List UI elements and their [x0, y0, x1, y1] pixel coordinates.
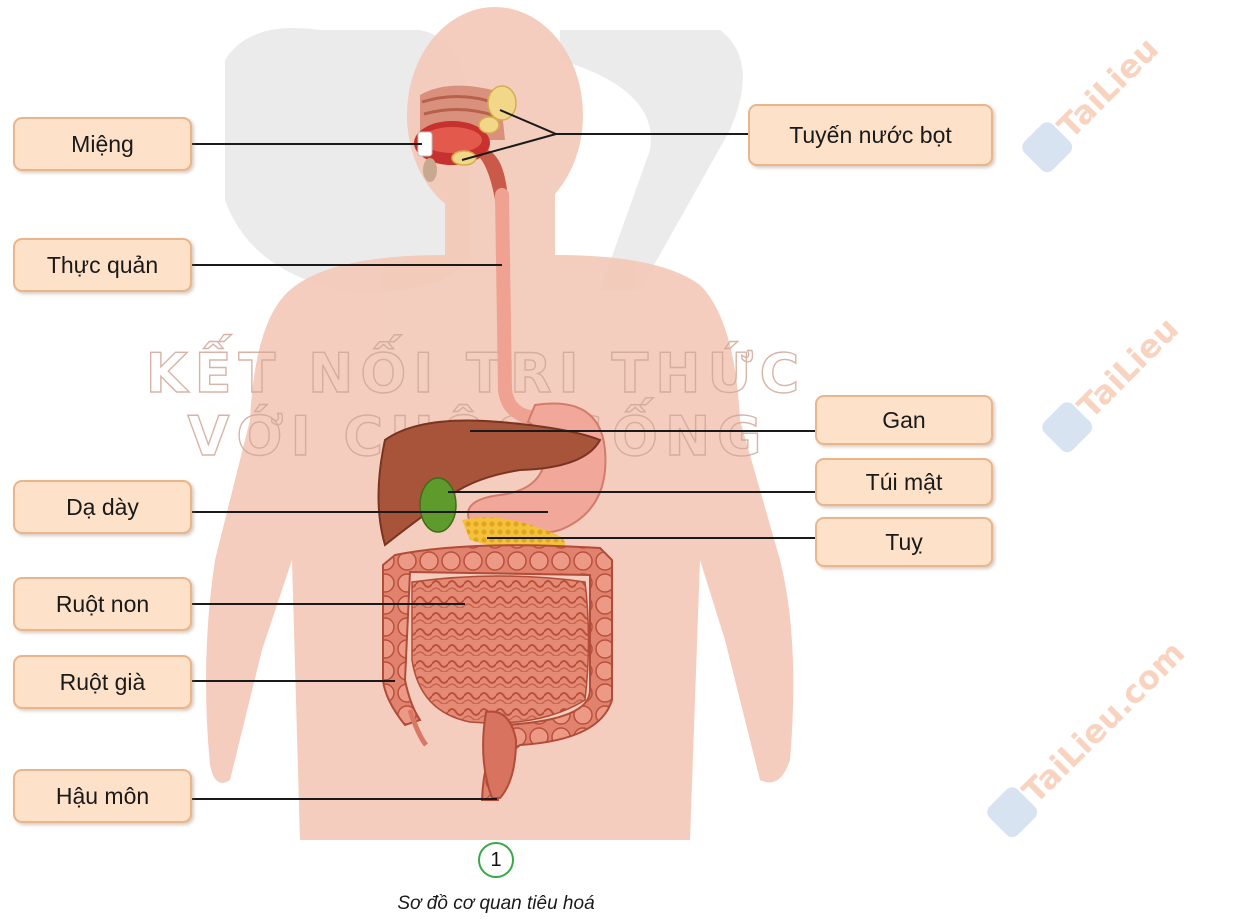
site-watermarks: TaiLieu TaiLieu TaiLieu.com	[984, 28, 1192, 840]
publisher-watermark-line1: KẾT NỐI TRI THỨC	[146, 335, 806, 405]
label-mieng: Miệng	[13, 117, 192, 171]
figure-caption: Sơ đồ cơ quan tiêu hoá	[300, 893, 692, 915]
label-hau-mon: Hậu môn	[13, 769, 192, 823]
label-tuy: Tuỵ	[815, 517, 993, 567]
label-tui-mat: Túi mật	[815, 458, 993, 506]
label-tuyen-nuoc-bot: Tuyến nước bọt	[748, 104, 993, 166]
label-ruot-gia: Ruột già	[13, 655, 192, 709]
site-watermark-1: TaiLieu	[1050, 30, 1166, 146]
label-ruot-non: Ruột non	[13, 577, 192, 631]
figure-number-badge: 1	[478, 842, 514, 878]
small-intestine	[412, 576, 589, 723]
site-watermark-2: TaiLieu	[1070, 310, 1186, 426]
label-gan: Gan	[815, 395, 993, 445]
site-watermark-3: TaiLieu.com	[1015, 634, 1192, 811]
label-thuc-quan: Thực quản	[13, 238, 192, 292]
label-da-day: Dạ dày	[13, 480, 192, 534]
gallbladder	[420, 478, 456, 532]
